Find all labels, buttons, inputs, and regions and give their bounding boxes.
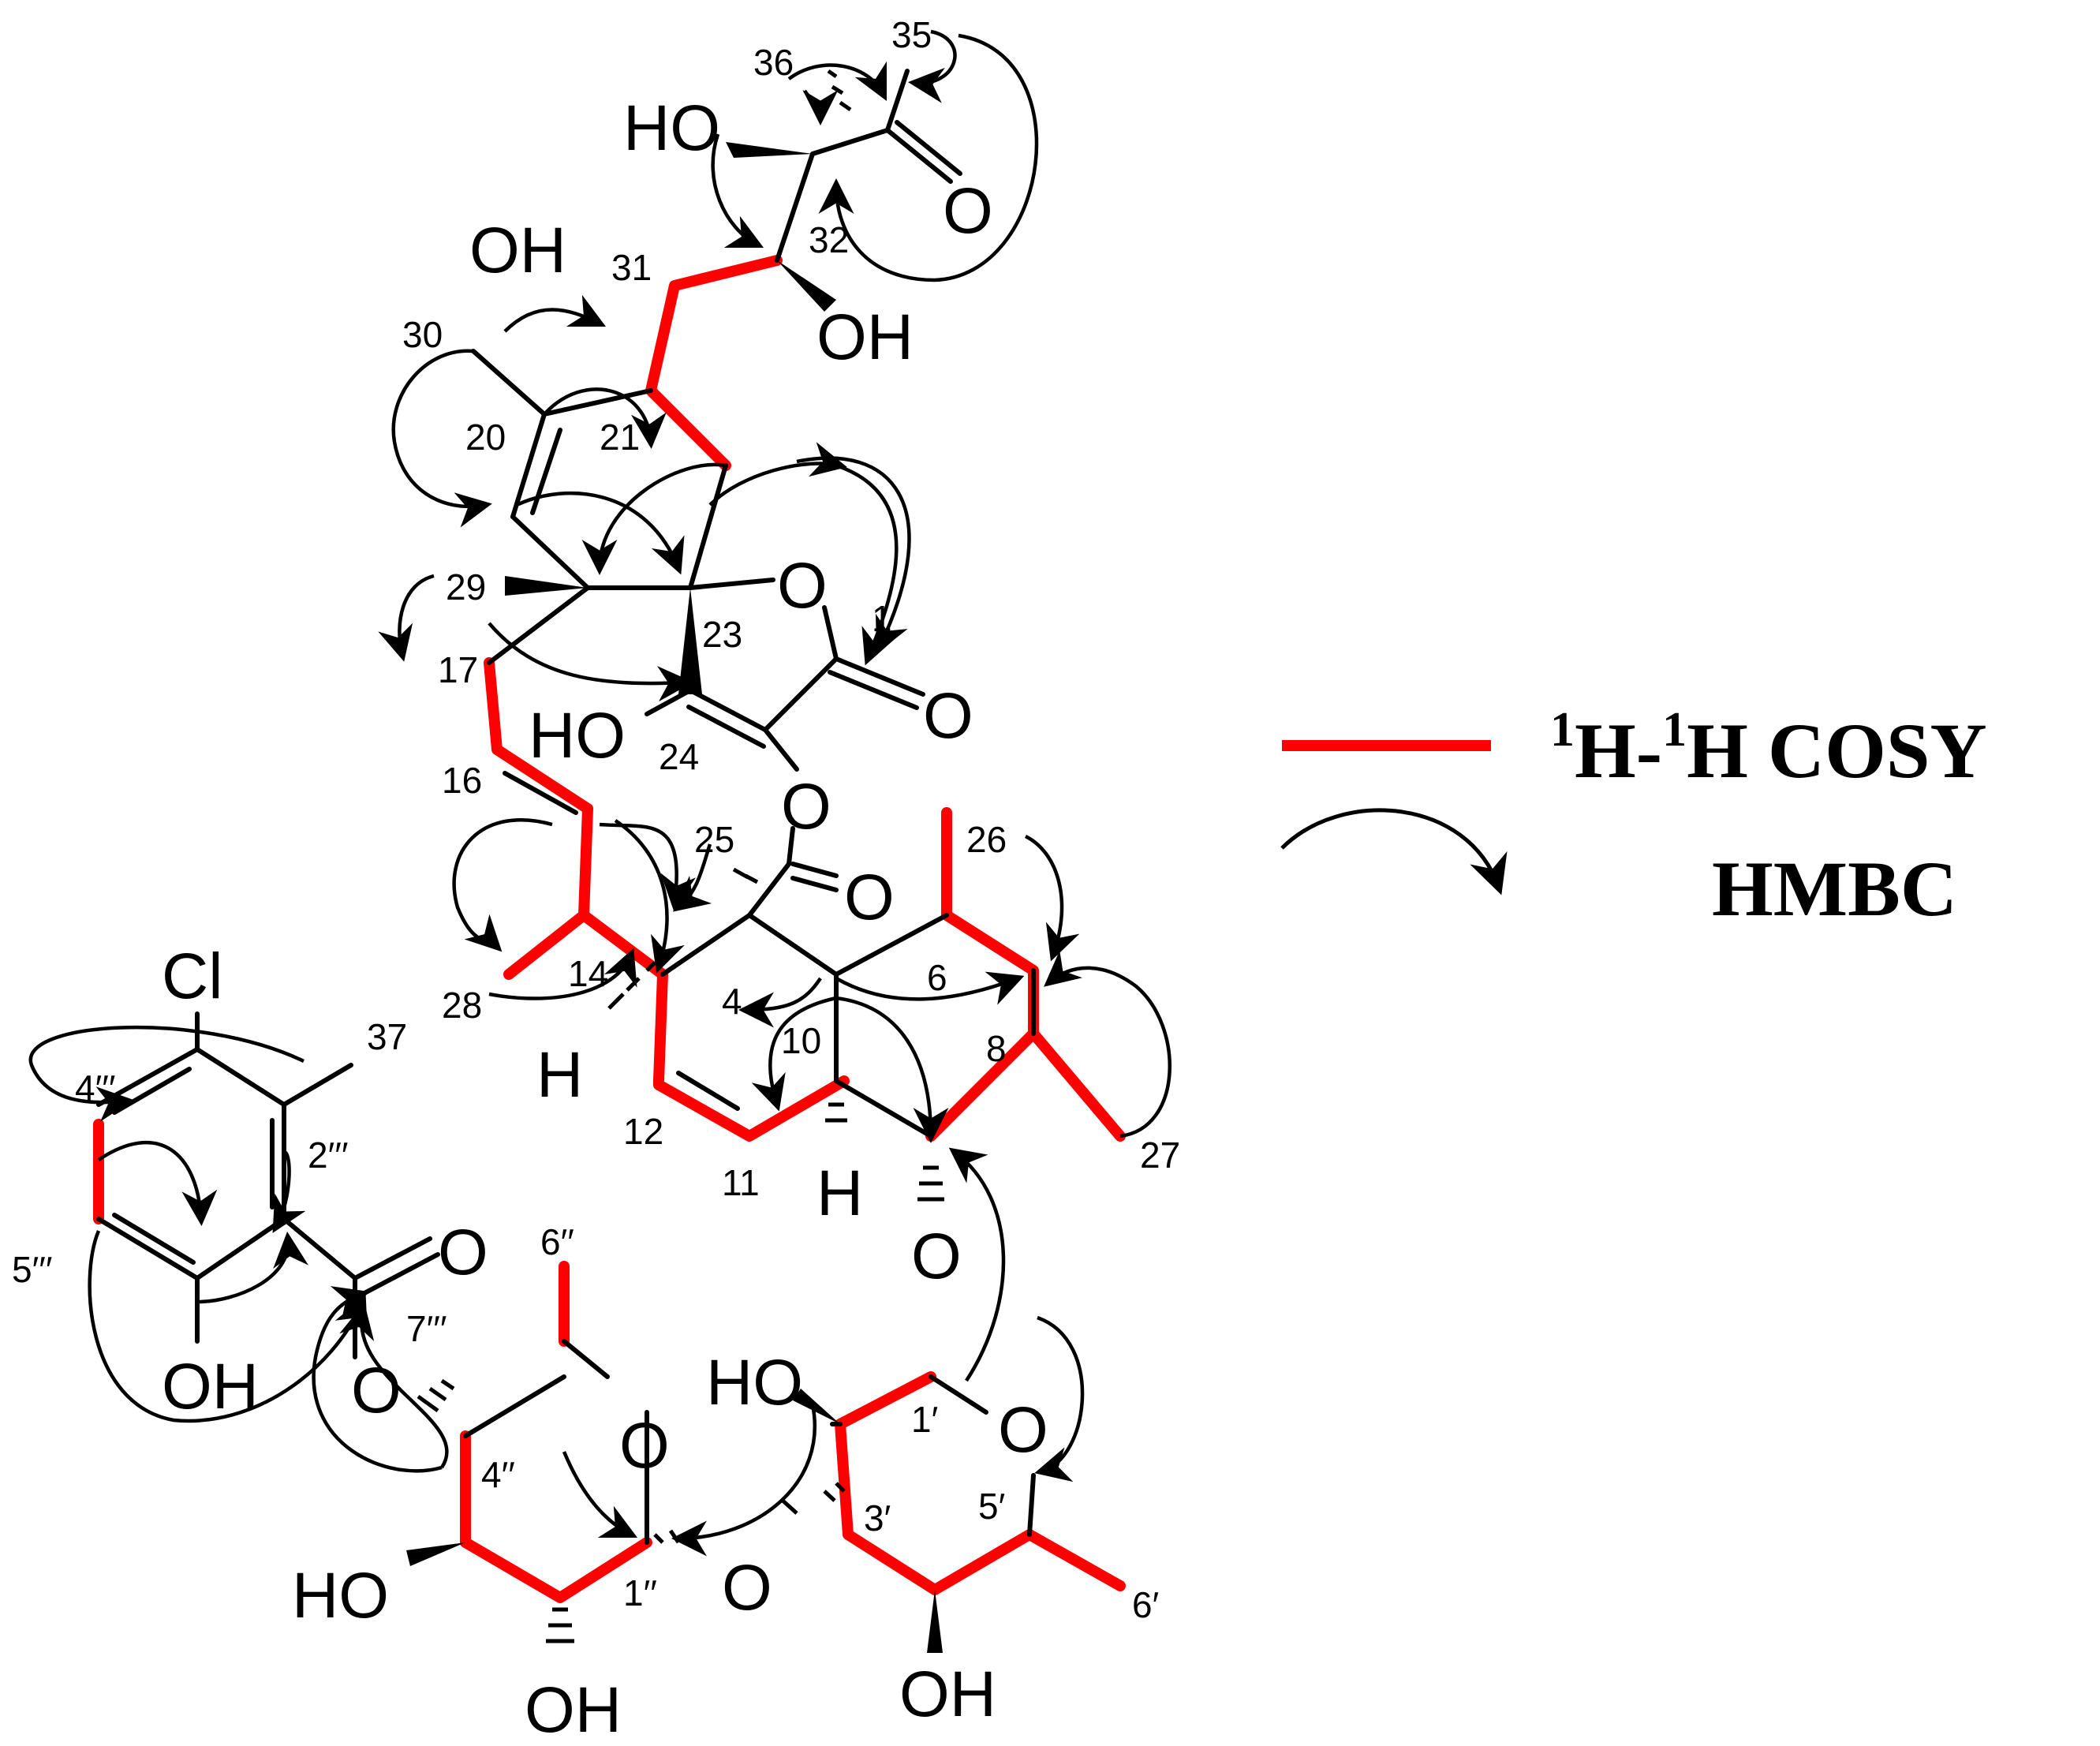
stereo-bonds — [406, 69, 944, 1653]
num-5p: 5′ — [978, 1486, 1005, 1527]
num-1p: 1′ — [911, 1399, 938, 1440]
position-numbers: 35 36 32 31 30 20 21 29 23 1 17 24 16 25… — [12, 14, 1180, 1625]
atom-ho-sugar1: HO — [706, 1347, 803, 1419]
num-20: 20 — [465, 417, 506, 458]
atom-oh-sugar2-bottom: OH — [899, 1658, 996, 1730]
atom-oh-32: OH — [816, 301, 914, 373]
atom-o-link: O — [722, 1552, 772, 1624]
num-6pp: 6′′ — [540, 1221, 574, 1262]
num-16: 16 — [442, 760, 482, 801]
num-17: 17 — [438, 649, 478, 690]
num-14: 14 — [568, 953, 608, 994]
num-8: 8 — [986, 1028, 1007, 1069]
num-31: 31 — [611, 247, 652, 288]
num-27: 27 — [1140, 1135, 1180, 1176]
atom-o-ester-co: O — [844, 862, 895, 933]
num-4pp: 4′′ — [481, 1454, 515, 1495]
atom-o-sugar2-ring: O — [998, 1394, 1048, 1466]
num-12: 12 — [623, 1111, 663, 1152]
num-29: 29 — [446, 566, 486, 608]
num-1pp: 1′′ — [623, 1572, 657, 1613]
num-25: 25 — [694, 819, 734, 860]
atom-o-ketone: O — [943, 175, 993, 247]
atom-oh-30: OH — [469, 215, 566, 286]
num-4: 4 — [722, 981, 742, 1022]
atom-ho-24: HO — [529, 700, 626, 772]
num-30: 30 — [402, 314, 443, 355]
atom-oh-sugar1-bottom: OH — [525, 1674, 622, 1746]
legend-hmbc-arrow — [1280, 808, 1508, 895]
atom-h-10: H — [816, 1157, 863, 1229]
legend-hmbc-label: HMBC — [1712, 845, 1957, 933]
num-35: 35 — [891, 14, 932, 55]
num-1: 1 — [872, 598, 892, 639]
atom-ho-top: HO — [623, 92, 720, 164]
atom-o-glyco: O — [911, 1221, 962, 1292]
atom-o-acyl: O — [351, 1355, 402, 1426]
num-37: 37 — [367, 1016, 407, 1057]
atom-ho-sugar2: HO — [292, 1560, 389, 1632]
legend: 1H-1H COSY HMBC — [1280, 703, 1987, 933]
atom-o-sugar1-ring: O — [619, 1410, 670, 1482]
num-36: 36 — [753, 42, 794, 83]
num-28: 28 — [442, 985, 482, 1026]
atom-labels: HO O OH OH O O HO O O Cl H H O O OH O HO… — [162, 92, 1048, 1746]
atom-h-14: H — [536, 1039, 583, 1111]
atom-o-lactone: O — [923, 680, 973, 752]
hmbc-correlations — [28, 29, 1172, 1557]
atom-oh-aryl: OH — [162, 1351, 259, 1423]
num-6: 6 — [927, 957, 947, 998]
atom-o-ester: O — [781, 771, 831, 843]
num-32: 32 — [809, 219, 849, 260]
num-7ppp: 7′′′ — [406, 1308, 447, 1349]
atom-o-ring: O — [777, 550, 828, 622]
num-10: 10 — [781, 1020, 821, 1061]
num-4ppp: 4′′′ — [75, 1067, 115, 1109]
num-26: 26 — [966, 819, 1007, 860]
atom-cl: Cl — [162, 940, 222, 1012]
num-6p: 6′ — [1132, 1584, 1159, 1625]
num-3p: 3′ — [864, 1497, 891, 1538]
num-2ppp: 2′′′ — [308, 1135, 348, 1176]
atom-o-benzoate: O — [438, 1217, 488, 1288]
num-21: 21 — [600, 417, 640, 458]
num-11: 11 — [722, 1162, 760, 1203]
num-5ppp: 5′′′ — [12, 1249, 52, 1290]
cosy-correlations — [93, 255, 1126, 1603]
num-24: 24 — [659, 736, 699, 777]
num-23: 23 — [702, 614, 742, 655]
legend-cosy-label: 1H-1H COSY — [1550, 703, 1987, 794]
